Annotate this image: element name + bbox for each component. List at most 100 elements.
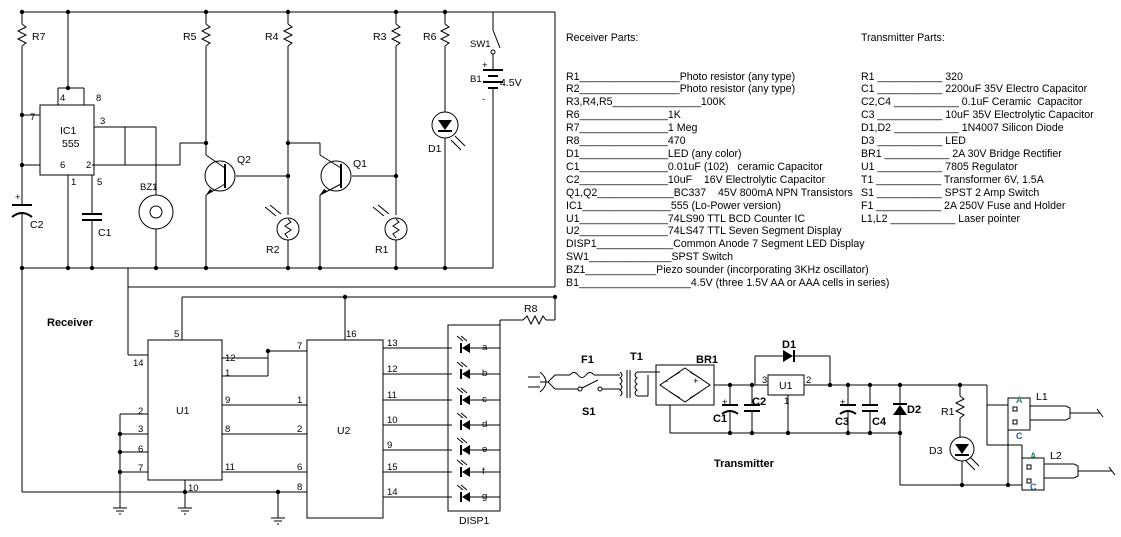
u2-pin2: 2 — [297, 424, 302, 435]
receiver-parts-items: R1_________________Photo resistor (any t… — [566, 71, 889, 290]
receiver-part-item: D1_______________LED (any color) — [566, 147, 742, 160]
tx-c1-plus: + — [722, 397, 728, 408]
segment-led-e — [456, 437, 500, 455]
tx-s1-label: S1 — [582, 406, 595, 418]
ic1-label: IC1 — [60, 125, 77, 137]
display-segment-leds — [456, 335, 500, 502]
receiver-part-item: U1_______________74LS90 TTL BCD Counter … — [566, 212, 806, 225]
segment-c-label: c — [482, 394, 487, 405]
d1-label: D1 — [428, 143, 442, 155]
receiver-part-item: C1_______________0.01uF (102) ceramic Ca… — [566, 160, 823, 173]
u1-pin11: 11 — [225, 462, 235, 473]
tx-u1-pin2: 2 — [806, 375, 811, 386]
transmitter-part-item: U1 ___________ 7805 Regulator — [861, 160, 1018, 173]
segment-lines — [383, 347, 452, 498]
tx-c3-label: C3 — [835, 416, 849, 428]
tx-c4-label: C4 — [872, 416, 887, 428]
u1-pin5: 5 — [174, 329, 179, 340]
r6-label: R6 — [423, 31, 437, 43]
q1-label: Q1 — [353, 158, 367, 170]
sw1-label: SW1 — [470, 39, 491, 50]
segment-f-label: f — [482, 466, 485, 477]
r1-label: R1 — [375, 244, 389, 256]
u2-pin9: 9 — [387, 440, 392, 451]
receiver-part-item: C2_______________10uF 16V Electrolytic C… — [566, 173, 826, 186]
b1-voltage: 4.5V — [500, 77, 522, 89]
tx-l2-anode: A — [1030, 451, 1037, 461]
transmitter-part-item: D1,D2 ___________ 1N4007 Silicon Diode — [861, 122, 1064, 135]
u2-pin14: 14 — [387, 487, 398, 498]
u1-pin2: 2 — [138, 406, 143, 417]
receiver-part-item: R6_______________1K — [566, 109, 681, 122]
c2-label: C2 — [30, 219, 44, 231]
receiver-part-item: B1___________________4.5V (three 1.5V AA… — [566, 277, 890, 290]
r8-label: R8 — [524, 303, 538, 315]
tx-r1-label: R1 — [941, 406, 955, 418]
segment-d-label: d — [482, 419, 487, 430]
svg-text:-: - — [482, 94, 485, 105]
u2-pin11: 11 — [387, 390, 397, 401]
receiver-part-item: R2_________________Photo resistor (any t… — [566, 83, 796, 96]
u1-pin1: 1 — [225, 368, 230, 379]
u1-pin10: 10 — [188, 483, 199, 494]
u1-pin9: 9 — [225, 395, 230, 406]
receiver-part-item: BZ1____________Piezo sounder (incorporat… — [566, 264, 869, 277]
tx-l2-label: L2 — [1050, 450, 1062, 462]
ic1-pin2: 2 — [86, 160, 91, 171]
segment-led-d — [456, 412, 500, 430]
tx-br1-minus: - — [665, 376, 668, 387]
u1-pin14: 14 — [133, 358, 144, 369]
r5-label: R5 — [183, 31, 197, 43]
ic1-pin6: 6 — [60, 160, 65, 171]
transmitter-part-item: T1 ___________ Transformer 6V, 1.5A — [861, 173, 1044, 186]
ic1-pin4: 4 — [60, 93, 65, 104]
receiver-part-item: DISP1_____________Common Anode 7 Segment… — [566, 238, 865, 251]
r2-label: R2 — [266, 244, 280, 256]
u1-pin3: 3 — [138, 424, 143, 435]
u2-pin15: 15 — [387, 462, 398, 473]
segment-g-label: g — [482, 491, 487, 502]
transmitter-part-item: R1 ___________ 320 — [861, 70, 963, 83]
u1-label: U1 — [176, 405, 190, 417]
u2-pin16: 16 — [346, 329, 357, 340]
segment-led-c — [456, 387, 500, 405]
c1-label: C1 — [98, 227, 112, 239]
ic1-part: 555 — [62, 138, 80, 150]
tx-c3-plus: + — [840, 397, 846, 408]
tx-u1-label: U1 — [779, 380, 793, 392]
receiver-part-item: SW1______________SPST Switch — [566, 251, 734, 264]
segment-b-label: b — [482, 368, 487, 379]
receiver-part-item: U2_______________74LS47 TTL Seven Segmen… — [566, 225, 842, 238]
segment-led-g — [456, 484, 500, 502]
transmitter-section-title: Transmitter — [714, 458, 775, 470]
ic1-pin5: 5 — [97, 177, 102, 188]
receiver-part-item: R1_________________Photo resistor (any t… — [566, 70, 796, 83]
u2-pin7: 7 — [297, 341, 302, 352]
ic1-pin1: 1 — [71, 177, 76, 188]
ic1-pin7: 7 — [30, 112, 35, 123]
transmitter-part-item: S1 ___________ SPST 2 Amp Switch — [861, 186, 1040, 199]
tx-br1-label: BR1 — [696, 354, 718, 366]
tx-u1-pin1: 1 — [784, 396, 789, 407]
u1-pin6: 6 — [138, 444, 143, 455]
u1-pin7: 7 — [138, 463, 143, 474]
receiver-section-title: Receiver — [47, 317, 94, 329]
segment-e-label: e — [482, 444, 487, 455]
ic1-pin3: 3 — [100, 116, 105, 127]
transmitter-part-item: D3 ___________ LED — [861, 135, 966, 148]
tx-l1-anode: A — [1016, 395, 1023, 405]
r3-label: R3 — [373, 31, 387, 43]
tx-br1-plus: + — [693, 376, 699, 387]
tx-l1-label: L1 — [1036, 391, 1048, 403]
receiver-part-item: Q1,Q2_____________BC337 45V 800mA NPN Tr… — [566, 186, 853, 199]
disp1-label: DISP1 — [459, 515, 490, 527]
component-labels: R7 R5 R4 R3 R6 SW1 B1 4.5V + - IC1 555 4… — [15, 31, 1062, 527]
r7-label: R7 — [32, 31, 46, 43]
receiver-part-item: R7_______________1 Meg — [566, 122, 698, 135]
svg-text:+: + — [482, 60, 488, 71]
tx-d1-label: D1 — [782, 339, 796, 351]
r4-label: R4 — [265, 31, 279, 43]
transmitter-part-item: BR1 ___________ 2A 30V Bridge Rectifier — [861, 147, 1062, 160]
